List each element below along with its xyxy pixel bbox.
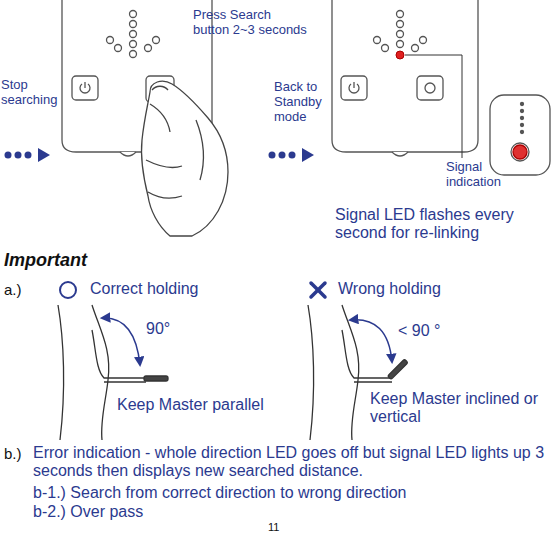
heading: Important xyxy=(4,250,87,271)
angle-label: 90° xyxy=(146,320,186,338)
part-label: Signal indication xyxy=(446,160,508,190)
wrong-symbol xyxy=(311,283,325,297)
instruction-label: Keep Master parallel xyxy=(117,396,317,414)
action-label: Back to Standby mode xyxy=(274,80,330,125)
item-marker: a.) xyxy=(4,281,34,298)
item-marker: b.) xyxy=(4,445,34,462)
note-text-box: b-1.) Search from correct direction to w… xyxy=(33,484,551,502)
angle-label-box: < 90 ° xyxy=(398,322,458,340)
page-number-box: 11 xyxy=(268,521,298,534)
page-number: 11 xyxy=(268,521,298,534)
status-label: Correct holding xyxy=(90,280,290,298)
leader-line xyxy=(405,55,462,158)
action-label: Stop searching xyxy=(1,78,59,108)
part-label-box: Signal indication xyxy=(446,160,508,190)
note-text: Error indication - whole direction LED g… xyxy=(33,444,551,481)
action-label-box: Stop searching xyxy=(1,78,59,108)
item-marker-box: a.) xyxy=(4,281,34,298)
note-text: b-1.) Search from correct direction to w… xyxy=(33,484,551,502)
note-text-box: Signal LED flashes every second for re-l… xyxy=(335,206,550,243)
status-label: Wrong holding xyxy=(338,280,538,298)
status-label-box: Correct holding xyxy=(90,280,290,298)
slave-device xyxy=(490,95,550,175)
instruction-label-box: Keep Master parallel xyxy=(117,396,317,414)
angle-label-box: 90° xyxy=(146,320,186,338)
hand xyxy=(141,81,228,236)
step-arrow xyxy=(5,148,315,162)
note-text-box: Error indication - whole direction LED g… xyxy=(33,444,551,481)
correct-symbol xyxy=(60,282,76,298)
item-marker-box: b.) xyxy=(4,445,34,462)
note-text-box: b-2.) Over pass xyxy=(33,503,333,521)
heading-text: Important xyxy=(4,250,87,271)
note-text: b-2.) Over pass xyxy=(33,503,333,521)
angle-arc xyxy=(102,318,140,365)
angle-arc xyxy=(350,320,392,362)
instruction-label: Press Search button 2~3 seconds xyxy=(193,8,309,38)
instruction-label: Keep Master inclined or vertical xyxy=(370,390,544,425)
note-text: Signal LED flashes every second for re-l… xyxy=(335,206,550,243)
instruction-label-box: Press Search button 2~3 seconds xyxy=(193,8,309,38)
signal-led xyxy=(396,51,404,59)
status-label-box: Wrong holding xyxy=(338,280,538,298)
angle-label: < 90 ° xyxy=(398,322,458,340)
master-device xyxy=(332,0,478,156)
action-label-box: Back to Standby mode xyxy=(274,80,330,125)
instruction-label-box: Keep Master inclined or vertical xyxy=(370,390,544,425)
